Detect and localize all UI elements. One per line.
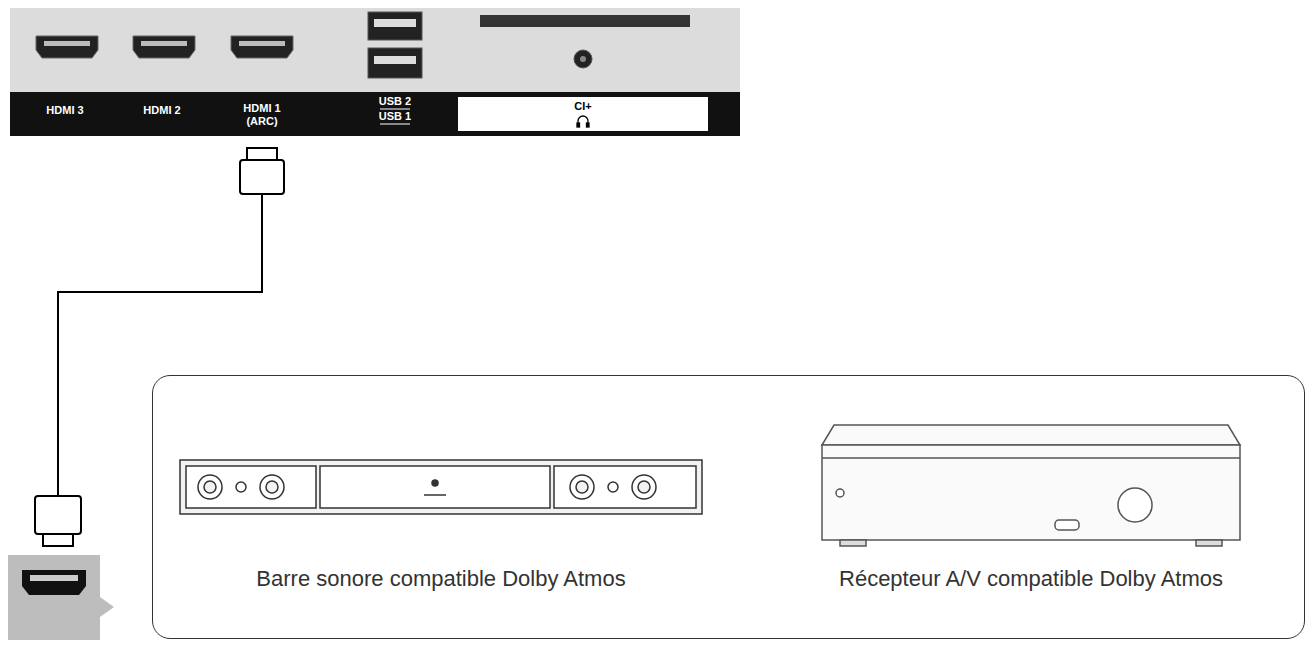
- av-receiver: [822, 425, 1240, 546]
- device-hdmi-port: [8, 555, 114, 640]
- tv-panel: [10, 8, 740, 93]
- headphone-jack: [574, 50, 592, 68]
- slot-label: CI+: [574, 100, 591, 113]
- port-label: HDMI 2: [143, 104, 180, 117]
- hdmi-plug: [35, 496, 81, 546]
- port-label: USB 2: [379, 95, 411, 108]
- hdmi-plug: [240, 148, 284, 194]
- hdmi-ports: [36, 36, 293, 58]
- port-label: HDMI 3: [46, 104, 83, 117]
- port-label: USB 1: [379, 110, 411, 123]
- label-bar: [10, 92, 740, 136]
- soundbar: [180, 460, 702, 514]
- device-label: Barre sonore compatible Dolby Atmos: [256, 566, 625, 592]
- headphone-icon: [577, 116, 589, 127]
- hdmi-cable: [58, 194, 262, 496]
- port-label: HDMI 1 (ARC): [240, 102, 284, 128]
- device-label: Récepteur A/V compatible Dolby Atmos: [839, 566, 1223, 592]
- ci-slot: [480, 15, 690, 27]
- device-frame: Barre sonore compatible Dolby Atmos Récep…: [152, 375, 1305, 639]
- usb-ports: [368, 12, 422, 78]
- ci-box: [458, 97, 708, 131]
